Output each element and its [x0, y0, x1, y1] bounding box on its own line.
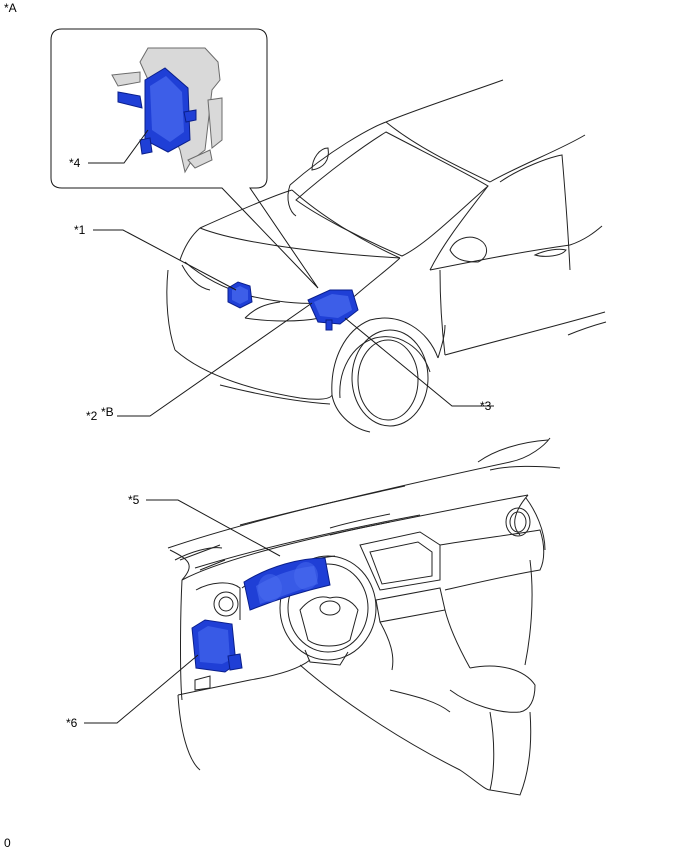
component-2-3 [307, 289, 359, 331]
leader-line-6 [84, 654, 199, 724]
leader-line-1 [93, 229, 237, 291]
component-5 [243, 557, 331, 611]
callout-label-1: *1 [74, 223, 86, 237]
callout-label-2: *2 [86, 409, 98, 423]
callout-label-4: *4 [69, 156, 81, 170]
component-1 [227, 281, 253, 309]
callout-label-6: *6 [66, 716, 78, 730]
leader-line-2 [117, 302, 313, 417]
leader-line-5 [146, 499, 281, 557]
leader-line-4 [88, 129, 149, 164]
leader-line-3 [344, 317, 494, 407]
callout-label-5: *5 [128, 493, 140, 507]
inset-frame [50, 28, 319, 289]
callout-label-3: *3 [480, 399, 492, 413]
dashboard-illustration [167, 437, 561, 796]
car-exterior-illustration [166, 79, 607, 433]
component-6 [191, 619, 243, 673]
view-label-a: *A [4, 1, 17, 15]
inset-component-illustration [111, 47, 223, 174]
callout-label-b: *B [101, 405, 114, 419]
footer-code: 0 [4, 836, 11, 850]
